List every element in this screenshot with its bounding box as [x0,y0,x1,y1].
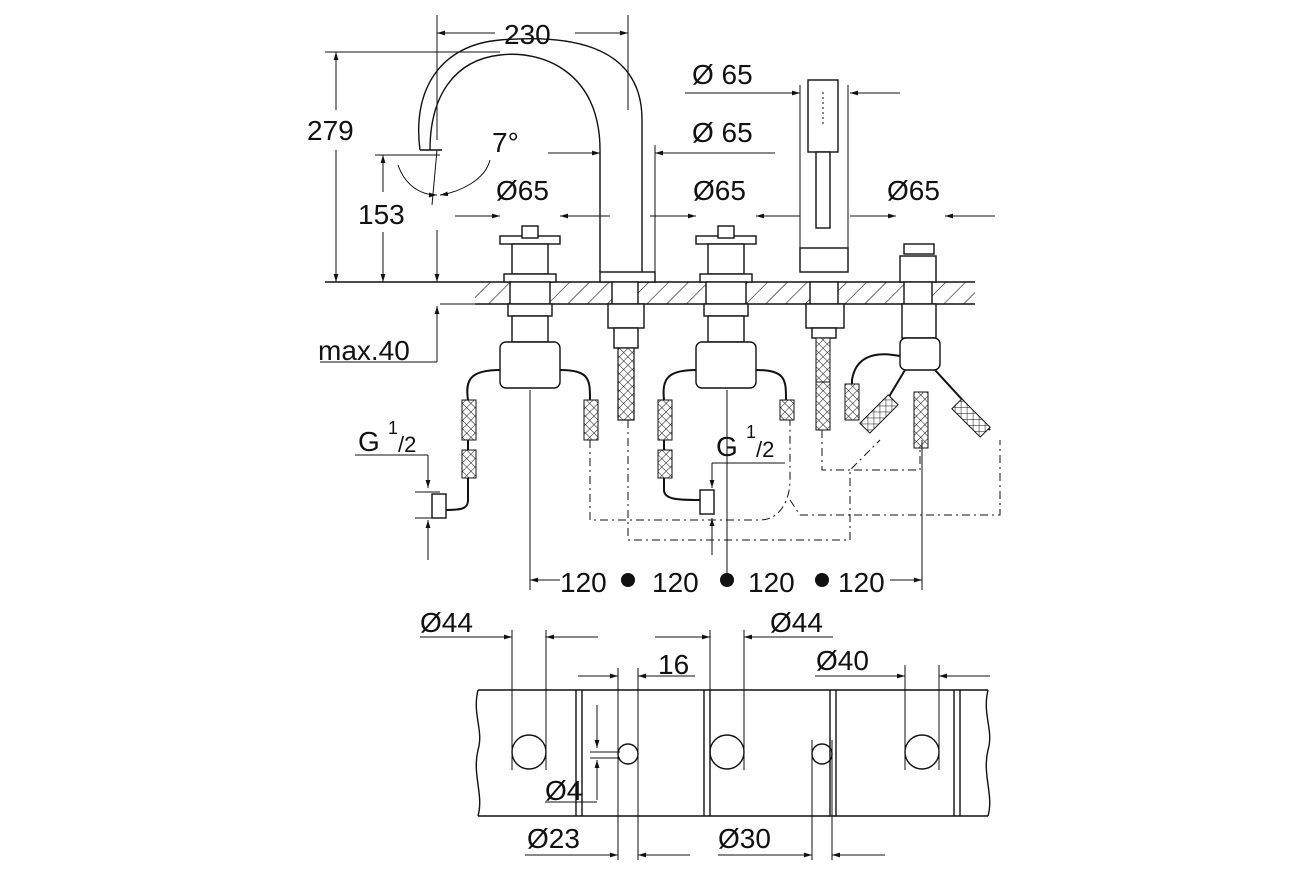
dim-thread-left-sup: 1 [388,418,398,438]
dim-thread-right-sup: 1 [746,422,756,442]
dim-valve-left-dia: Ø65 [496,175,549,206]
dim-gap-16: 16 [658,649,689,680]
plate-top-view [475,630,991,860]
dim-valve-right-dia: Ø65 [693,175,746,206]
valve-left [431,225,599,519]
dim-diverter-dia: Ø65 [887,175,940,206]
dim-thread-right: G [716,431,738,462]
dim-153: 153 [358,199,405,230]
dim-spout-dia: Ø 65 [692,117,753,148]
dim-279: 279 [307,115,354,146]
dim-7deg: 7° [492,127,519,158]
dim-small-hole-1: Ø23 [527,823,580,854]
handshower [799,79,849,431]
dim-spacing-2: 120 [652,567,699,598]
spout [418,37,656,421]
dim-handshower-dia: Ø 65 [692,59,753,90]
dim-hole-left-dia: Ø44 [420,607,473,638]
diverter [844,243,991,449]
dim-thread-right-sub: /2 [756,437,774,462]
dim-thread-left-sub: /2 [398,432,416,457]
dim-max40: max.40 [318,335,410,366]
dim-spacing-3: 120 [748,567,795,598]
dim-230: 230 [504,19,551,50]
countertop [325,281,975,305]
dim-hole-right-dia: Ø40 [816,645,869,676]
dimension-lines [320,15,995,858]
hose-routing [589,420,1001,541]
valve-right [657,225,795,515]
dimension-labels: 230 279 153 7° Ø 65 Ø 65 Ø65 Ø65 Ø65 max… [307,19,940,854]
dim-small-hole-2: Ø30 [718,823,771,854]
dim-thread-left: G [358,426,380,457]
dim-spacing-4: 120 [838,567,885,598]
dim-spacing-1: 120 [560,567,607,598]
dim-hole-mid-dia: Ø44 [770,607,823,638]
dim-gap-4: Ø4 [545,775,582,806]
